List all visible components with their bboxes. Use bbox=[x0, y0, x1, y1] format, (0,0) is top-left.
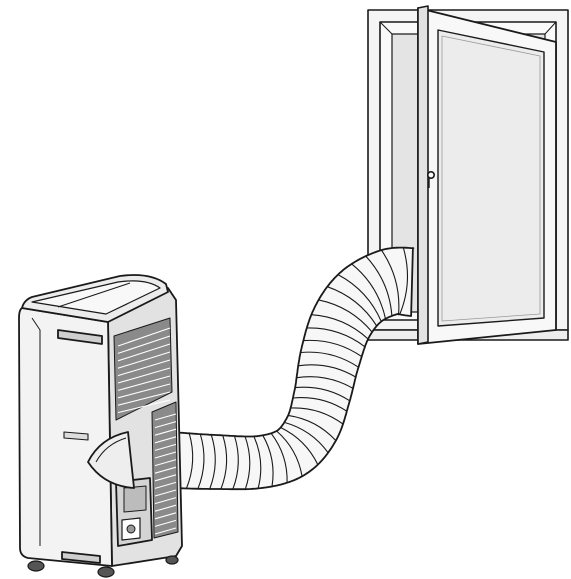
wheel-front-right bbox=[98, 567, 114, 577]
unit-drain-plug-icon bbox=[127, 525, 135, 533]
unit-badge bbox=[64, 432, 88, 440]
window-glass bbox=[438, 30, 544, 326]
portable-air-conditioner bbox=[19, 275, 182, 577]
wheel-back-right bbox=[166, 556, 178, 564]
wheel-front-left bbox=[28, 561, 44, 571]
window-sash-edge bbox=[418, 6, 428, 344]
window-handle-icon bbox=[428, 172, 434, 178]
unit-lower-grille bbox=[152, 402, 178, 538]
